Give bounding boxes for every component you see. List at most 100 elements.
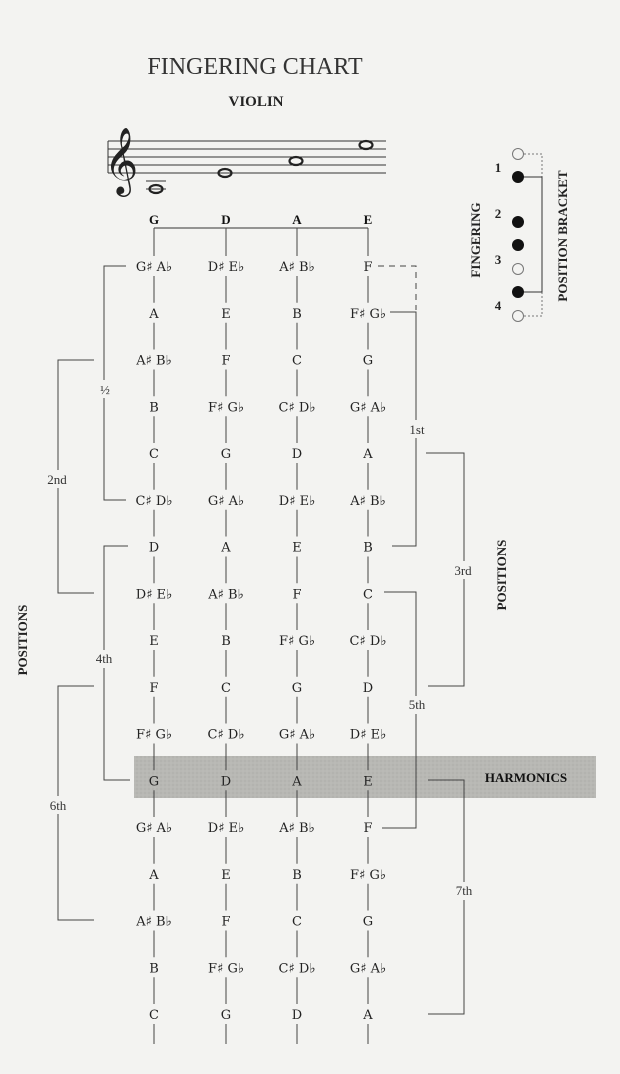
note-e-icon [358, 139, 374, 151]
note-label: G♯ A♭ [350, 400, 386, 415]
finger-number-1: 1 [495, 160, 502, 175]
note-label-bg [145, 957, 163, 978]
position-second-label: 2nd [47, 472, 67, 487]
note-label-bg [288, 536, 306, 557]
note-label: C [292, 354, 302, 369]
note-label-bg [131, 349, 177, 370]
note-label: G [221, 1008, 231, 1023]
note-label-bg [359, 770, 377, 791]
position-brackets [57, 265, 465, 1015]
note-label-bg [274, 489, 320, 510]
bracket-first-dashed [378, 265, 417, 310]
note-label-bg [145, 863, 163, 884]
positions-label-right: POSITIONS [494, 540, 509, 611]
note-label-bg [345, 302, 391, 323]
note-label-bg [274, 957, 320, 978]
note-label: F [149, 681, 158, 696]
note-label-bg [217, 910, 235, 931]
note-label: A [148, 307, 159, 322]
note-label: G [221, 447, 231, 462]
note-label-bg [345, 630, 391, 650]
note-label-bg [145, 1004, 163, 1024]
note-label: D♯ E♭ [136, 587, 172, 602]
finger-number-3: 3 [495, 252, 502, 267]
note-label-bg [359, 910, 377, 931]
note-label-bg [203, 256, 249, 276]
note-label-bg [217, 630, 235, 650]
page-title: FINGERING CHART [147, 54, 363, 80]
note-label-bg [203, 817, 249, 837]
note-label-bg [203, 723, 249, 744]
music-staff [107, 140, 386, 190]
position-half-label: ½ [100, 382, 110, 397]
note-label-bg [274, 630, 320, 650]
note-label: A [148, 868, 159, 883]
note-label-bg [217, 536, 235, 557]
note-label-bg [217, 443, 235, 463]
note-label-bg [359, 443, 377, 463]
note-label: A♯ B♭ [135, 915, 172, 930]
note-label-bg [288, 443, 306, 463]
note-label-bg [288, 676, 306, 697]
finger-dot-icon [512, 286, 524, 298]
note-label-bg [274, 723, 320, 744]
note-label: G♯ A♭ [136, 260, 172, 275]
note-label-bg [345, 723, 391, 744]
note-label-bg [145, 770, 163, 791]
note-label-bg [359, 817, 377, 837]
finger-number-4: 4 [495, 298, 502, 313]
note-label-bg [145, 630, 163, 650]
note-label: A♯ B♭ [278, 260, 315, 275]
note-label-bg [274, 256, 320, 276]
note-label-bg [217, 349, 235, 370]
note-grid: G♯ A♭AA♯ B♭BCC♯ D♭DD♯ E♭EFF♯ G♭GG♯ A♭AA♯… [131, 256, 391, 1024]
note-label: C♯ D♭ [350, 634, 387, 649]
note-label: E [292, 541, 302, 556]
note-label: C♯ D♭ [279, 961, 316, 976]
note-label-bg [359, 1004, 377, 1024]
note-label: D♯ E♭ [208, 821, 244, 836]
note-label: G [149, 774, 159, 789]
note-label: C [292, 915, 302, 930]
note-label: F♯ G♭ [208, 400, 244, 415]
note-label-bg [359, 349, 377, 370]
note-label: A [362, 447, 373, 462]
note-a-icon [288, 155, 304, 167]
note-label: A♯ B♭ [207, 587, 244, 602]
note-label-bg [288, 863, 306, 884]
note-label-bg [145, 536, 163, 557]
note-label: F [363, 260, 372, 275]
note-label: A♯ B♭ [278, 821, 315, 836]
note-label: G♯ A♭ [279, 728, 315, 743]
note-label: C♯ D♭ [208, 728, 245, 743]
note-label-bg [145, 396, 163, 417]
note-label-bg [145, 302, 163, 323]
note-label: C [221, 681, 231, 696]
fingering-legend: FINGERING POSITION BRACKET 1 2 3 4 [468, 148, 570, 322]
note-label: G [292, 681, 302, 696]
treble-clef-icon: 𝄞 [104, 126, 138, 197]
note-label: F [221, 915, 230, 930]
note-label-bg [217, 770, 235, 791]
position-first-label: 1st [409, 422, 425, 437]
note-label-bg [203, 583, 249, 604]
position-fifth-label: 5th [409, 697, 426, 712]
note-label: G [363, 915, 373, 930]
string-label-e: E [364, 212, 373, 227]
note-label-bg [359, 676, 377, 697]
string-label-g: G [149, 212, 159, 227]
note-label-bg [359, 583, 377, 604]
note-label: C♯ D♭ [136, 494, 173, 509]
note-label: F [221, 354, 230, 369]
note-label-bg [274, 817, 320, 837]
position-bracket-legend-label: POSITION BRACKET [555, 170, 570, 301]
open-circle-icon [512, 148, 524, 160]
note-label-bg [288, 583, 306, 604]
note-label-bg [131, 817, 177, 837]
instrument-subtitle: VIOLIN [228, 94, 283, 110]
note-label: F♯ G♭ [350, 868, 386, 883]
note-label: F [363, 821, 372, 836]
legend-dotted-bracket [524, 153, 543, 317]
finger-dot-icon [512, 171, 524, 183]
